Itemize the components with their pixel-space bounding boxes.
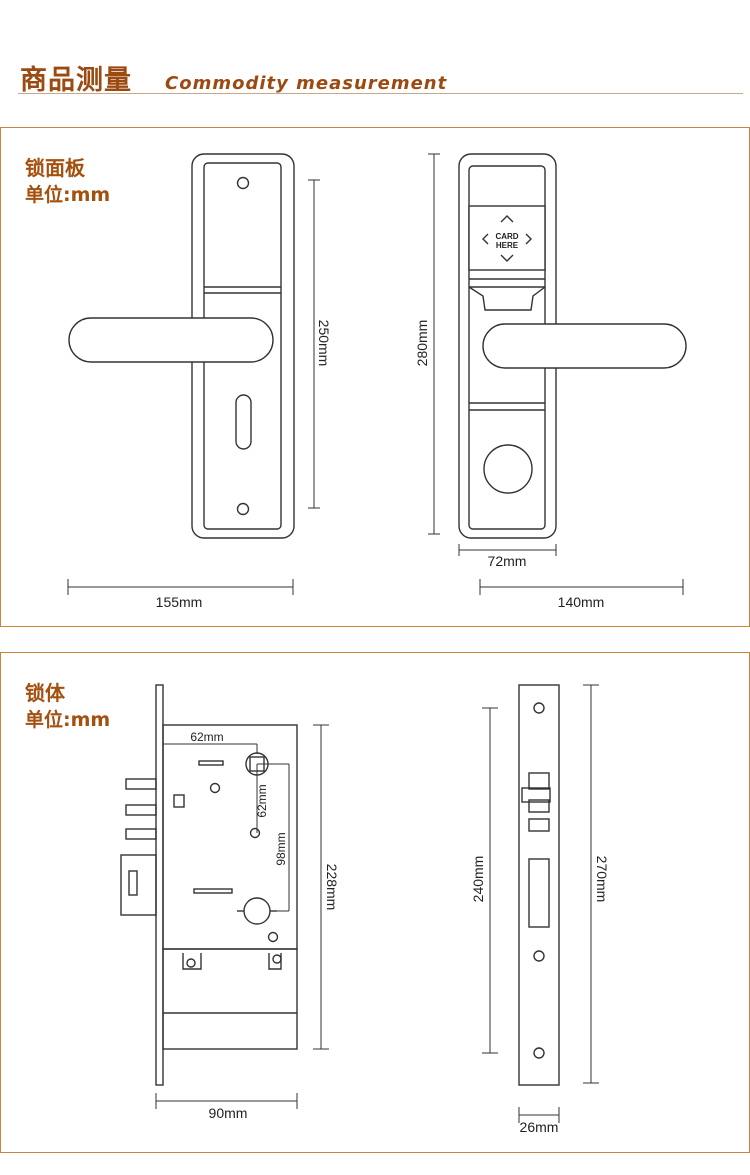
lock-panel-drawing: CARD HERE 250mm 280mm 72mm 155mm 140mm	[67, 153, 687, 610]
dim-spindle-cylinder: 98mm	[274, 832, 288, 865]
lock-body-case	[162, 724, 298, 1050]
lock-body-drawing: 62mm 62mm 98mm 228mm 240mm 270mm 90mm 26…	[120, 684, 610, 1135]
dim-body-width: 90mm	[209, 1105, 248, 1121]
lock-panel-section: 锁面板 单位:mm	[0, 127, 750, 627]
body-faceplate-side	[155, 684, 164, 1086]
lock-body-title: 锁体	[25, 681, 65, 705]
card-label-2: HERE	[496, 241, 519, 250]
dim-face-inner-height: 240mm	[470, 856, 486, 903]
back-handle	[482, 323, 687, 369]
header-title-cn: 商品测量	[20, 65, 132, 96]
header-divider	[18, 93, 743, 94]
lock-panel-unit: 单位:mm	[25, 184, 111, 206]
dim-back-height: 280mm	[414, 320, 430, 367]
dim-spindle-small: 62mm	[255, 784, 269, 817]
dim-face-width: 26mm	[520, 1119, 559, 1135]
dim-back-plate-width: 72mm	[488, 553, 527, 569]
header-title-en: Commodity measurement	[165, 73, 448, 94]
page-header: 商品测量 Commodity measurement	[0, 0, 750, 110]
dim-front-width: 155mm	[156, 594, 203, 610]
lock-panel-title: 锁面板	[25, 156, 85, 180]
front-handle	[68, 317, 274, 363]
dim-face-height: 270mm	[594, 856, 610, 903]
lock-body-unit: 单位:mm	[25, 709, 111, 731]
dim-backset: 62mm	[190, 730, 223, 744]
faceplate-front	[518, 684, 560, 1086]
lock-body-section: 锁体 单位:mm	[0, 652, 750, 1153]
dim-body-height: 228mm	[324, 864, 340, 911]
card-label-1: CARD	[495, 232, 518, 241]
dim-front-height: 250mm	[316, 320, 332, 367]
dim-back-width: 140mm	[558, 594, 605, 610]
lock-bolts	[120, 778, 185, 916]
